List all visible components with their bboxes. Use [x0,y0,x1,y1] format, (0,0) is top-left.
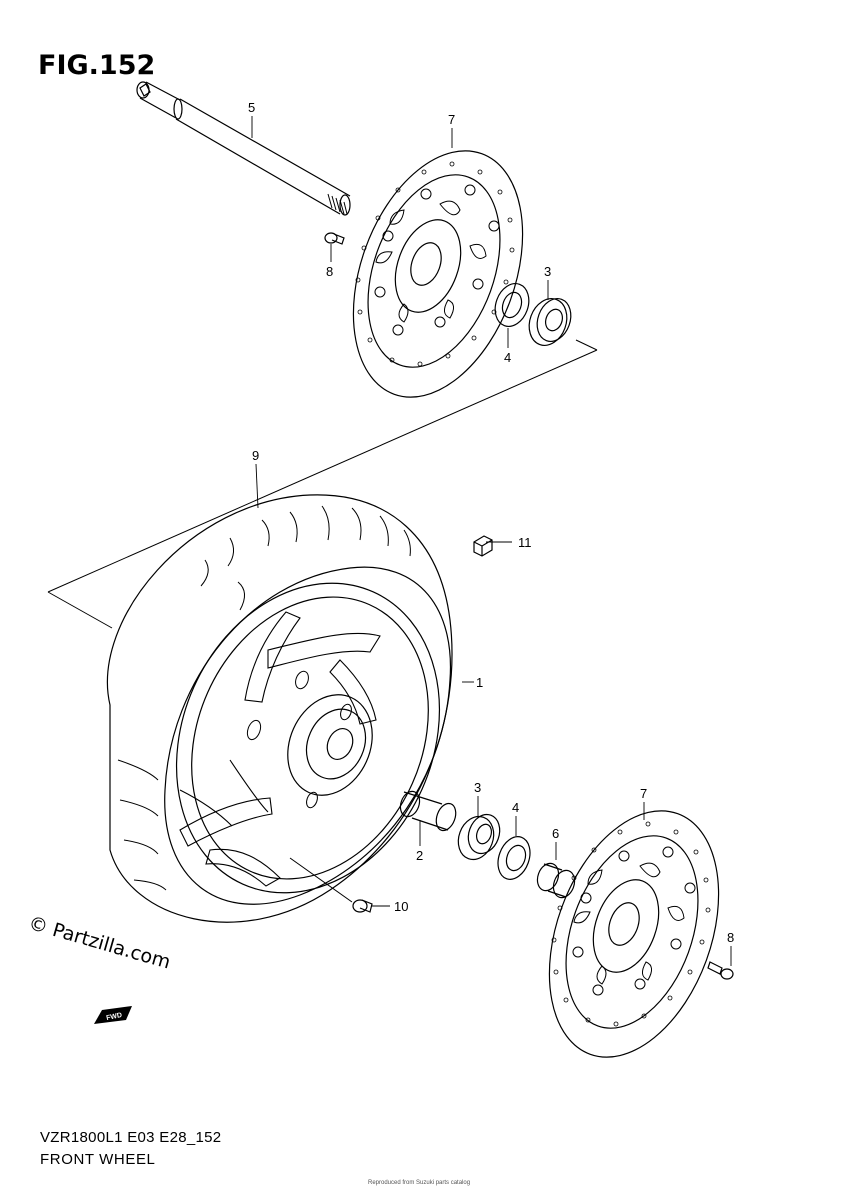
callout-weight: 11 [518,535,532,550]
callout-upper-bolt: 8 [326,264,333,279]
front-axle [136,81,351,216]
callout-lower-seal: 4 [512,800,519,815]
front-wheel-assembly [106,494,453,923]
assembly-name: FRONT WHEEL [40,1151,156,1168]
callout-upper-seal: 4 [504,350,511,365]
callouts: 5 7 8 3 4 9 11 1 3 4 2 6 7 8 10 [248,100,734,945]
callout-spacer: 2 [416,848,423,863]
callout-axle: 5 [248,100,255,115]
callout-lower-bearing: 3 [474,780,481,795]
lower-spacers-bearings [399,790,576,899]
model-code: VZR1800L1 E03 E28_152 [40,1129,222,1146]
upper-brake-disc [352,150,524,398]
callout-valve: 10 [394,899,408,914]
callout-upper-disc: 7 [448,112,455,127]
callout-wheel: 1 [476,675,483,690]
figure-title: FIG.152 [38,50,156,81]
explosion-guide-lines [47,339,598,629]
upper-seal-and-bearing [494,283,572,346]
callout-lower-disc: 7 [640,786,647,801]
callout-tire: 9 [252,448,259,463]
catalog-small-print: Reproduced from Suzuki parts catalog [368,1180,471,1186]
lower-brake-disc [548,810,720,1058]
tire-valve [289,857,373,913]
balancer-weight [473,535,493,557]
callout-lower-bolt: 8 [727,930,734,945]
leader-lines [251,116,732,966]
callout-spacer-6: 6 [552,826,559,841]
forward-arrow-icon: FWD [94,1006,132,1024]
disc-bolt-lower [707,961,734,980]
disc-bolt-upper [324,232,345,245]
fwd-label: FWD [106,1012,123,1022]
callout-upper-bearing: 3 [544,264,551,279]
